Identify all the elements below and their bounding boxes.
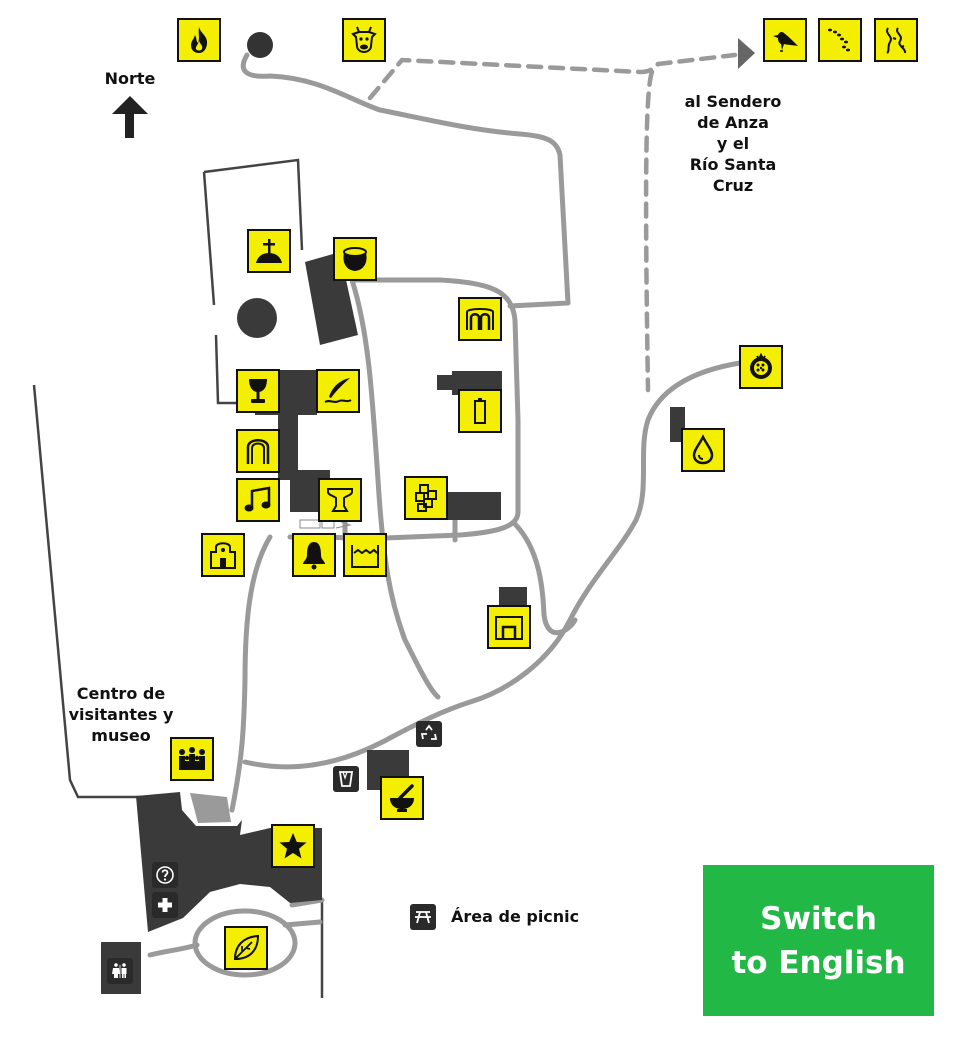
storage-poi[interactable] — [458, 389, 502, 433]
question-icon — [156, 866, 174, 884]
quill-icon — [324, 378, 352, 403]
recycle-icon — [420, 724, 438, 740]
chalice-icon — [249, 379, 267, 403]
baptismal-font-poi[interactable] — [318, 478, 362, 522]
visitor-center-label: Centro de visitantes y museo — [68, 684, 174, 745]
switch-language-button[interactable]: Switch to English — [703, 865, 934, 1016]
grave-icon — [256, 239, 282, 263]
walking-paths — [147, 52, 743, 978]
water-poi[interactable] — [681, 428, 725, 472]
trailhead-marker — [247, 32, 273, 58]
cemetery-chapel-circle — [237, 298, 277, 338]
north-arrow-icon — [112, 96, 148, 138]
pottery-poi[interactable] — [333, 237, 377, 281]
pot-icon — [343, 247, 367, 271]
church-icon — [210, 542, 236, 569]
leaf-icon — [233, 934, 260, 961]
fire-poi[interactable] — [177, 18, 221, 62]
doorway-icon — [246, 439, 270, 464]
buildings — [101, 252, 685, 994]
picnic-marker[interactable] — [410, 904, 436, 930]
entrance-plaza — [190, 793, 231, 823]
picnic-icon — [415, 911, 431, 924]
trail-destination-label: al Sendero de Anza y el Río Santa Cruz — [684, 92, 782, 195]
garden-poi[interactable] — [224, 926, 268, 970]
trail-dashed — [367, 52, 738, 393]
music-poi[interactable] — [236, 478, 280, 522]
trail-arrow — [738, 38, 755, 69]
pomegranate-icon — [750, 352, 772, 379]
bell-icon — [303, 542, 325, 570]
birds-poi[interactable] — [763, 18, 807, 62]
mortar-pestle-icon — [390, 784, 414, 812]
boundary-lines — [32, 158, 324, 998]
aqueduct-poi[interactable] — [343, 533, 387, 577]
doorway-poi[interactable] — [236, 429, 280, 473]
highlight-star-poi[interactable] — [271, 824, 315, 868]
north-label: Norte — [104, 69, 156, 88]
water-fountain-marker[interactable] — [333, 766, 359, 792]
bell-poi[interactable] — [292, 533, 336, 577]
oven-icon — [495, 616, 523, 640]
battery-icon — [474, 398, 486, 424]
picnic-area-label: Área de picnic — [451, 907, 580, 926]
ranch-cattle-poi[interactable] — [342, 18, 386, 62]
cup-icon — [338, 771, 354, 787]
chalice-poi[interactable] — [236, 369, 280, 413]
kitchen-poi[interactable] — [380, 776, 424, 820]
recycling-marker[interactable] — [416, 721, 442, 747]
bird-icon — [773, 31, 798, 52]
cemetery-poi[interactable] — [247, 229, 291, 273]
footprints-icon — [828, 28, 850, 52]
people-icon — [179, 747, 205, 770]
arches-icon — [466, 308, 494, 330]
information-marker[interactable] — [152, 862, 178, 888]
music-icon — [244, 486, 271, 512]
arches-poi[interactable] — [458, 297, 502, 341]
baptismal-font-icon — [327, 488, 353, 512]
first-aid-marker[interactable] — [152, 892, 178, 918]
water-drop-icon — [692, 434, 714, 465]
oven-poi[interactable] — [487, 605, 531, 649]
trail-footprints-poi[interactable] — [818, 18, 862, 62]
visitor-center-poi[interactable] — [170, 737, 214, 781]
maze-icon — [415, 484, 437, 512]
cow-icon — [351, 26, 377, 54]
writing-quill-poi[interactable] — [316, 369, 360, 413]
river-icon — [886, 27, 907, 54]
orchard-poi[interactable] — [739, 345, 783, 389]
star-icon — [279, 833, 307, 859]
restroom-marker[interactable] — [107, 958, 133, 984]
textiles-poi[interactable] — [404, 476, 448, 520]
restroom-icon — [112, 963, 127, 978]
fire-icon — [191, 27, 208, 53]
first-aid-icon — [158, 898, 172, 912]
water-tank-icon — [351, 545, 379, 568]
mission-church-poi[interactable] — [201, 533, 245, 577]
river-poi[interactable] — [874, 18, 918, 62]
